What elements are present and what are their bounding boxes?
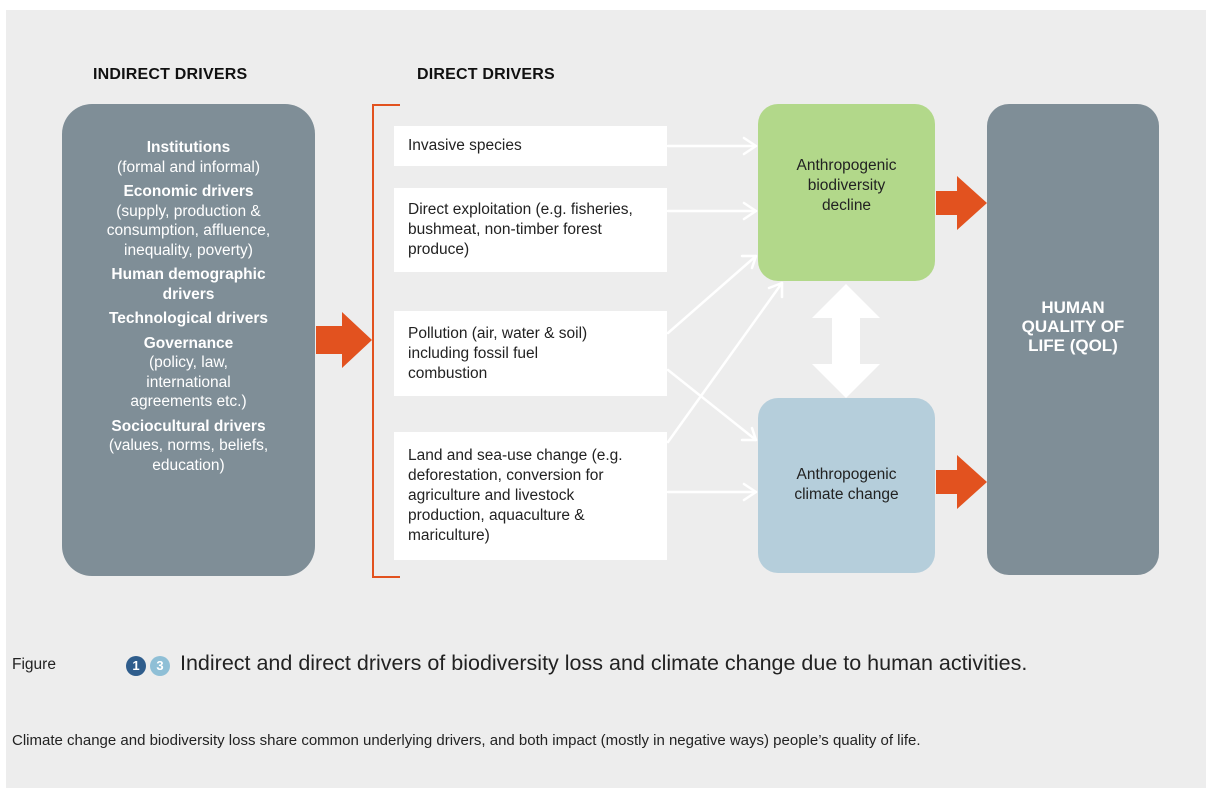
direct-driver-land-sea-use: Land and sea-use change (e.g. deforestat…	[394, 432, 667, 560]
indirect-driver-governance: Governance (policy, law, international a…	[62, 334, 315, 412]
figure-number-badge-1: 1	[126, 656, 146, 676]
direct-driver-invasive-species: Invasive species	[394, 126, 667, 166]
pollution-to-biodiversity-arrowhead	[740, 254, 758, 270]
driver-title: Sociocultural drivers	[111, 417, 266, 435]
figure-label: Figure	[12, 656, 56, 673]
figure-title: Indirect and direct drivers of biodivers…	[180, 651, 1028, 675]
biodiversity-decline-label: Anthropogenic biodiversity decline	[796, 157, 897, 214]
land-use-to-climate-arrowhead	[742, 482, 758, 502]
driver-detail: (supply, production & consumption, afflu…	[106, 202, 271, 259]
figure-number-badge-2: 3	[150, 656, 170, 676]
direct-driver-pollution: Pollution (air, water & soil) including …	[394, 311, 667, 396]
land-use-to-biodiversity-arrow	[666, 281, 784, 444]
pollution-to-climate-arrow	[666, 368, 758, 442]
indirect-driver-technological: Technological drivers	[62, 309, 315, 329]
driver-title: Human demographic drivers	[111, 266, 266, 303]
driver-detail: (formal and informal)	[117, 158, 260, 176]
climate-change-label: Anthropogenic climate change	[794, 466, 899, 503]
driver-title: Economic drivers	[123, 183, 254, 200]
biodiversity-to-qol-arrow	[936, 176, 987, 230]
direct-driver-text: Direct exploitation (e.g. fisheries, bus…	[408, 201, 633, 258]
indirect-to-direct-arrow	[316, 312, 372, 368]
pollution-to-climate-arrowhead	[740, 426, 758, 442]
direct-driver-text: Pollution (air, water & soil) including …	[408, 324, 588, 382]
climate-to-qol-arrow	[936, 455, 987, 509]
bracket-top-cap	[372, 104, 400, 106]
indirect-drivers-box: Institutions (formal and informal) Econo…	[62, 104, 315, 576]
direct-driver-text: Invasive species	[408, 137, 522, 154]
land-use-to-biodiversity-arrowhead	[767, 281, 784, 299]
direct-driver-exploitation: Direct exploitation (e.g. fisheries, bus…	[394, 188, 667, 272]
indirect-driver-economic: Economic drivers (supply, production & c…	[62, 182, 315, 260]
biodiversity-climate-double-arrow	[812, 284, 880, 398]
direct-drivers-bracket	[372, 104, 374, 578]
indirect-drivers-heading: INDIRECT DRIVERS	[93, 66, 248, 83]
human-quality-of-life-box: HUMAN QUALITY OF LIFE (QOL)	[987, 104, 1159, 575]
climate-change-box: Anthropogenic climate change	[758, 398, 935, 573]
indirect-driver-institutions: Institutions (formal and informal)	[62, 138, 315, 177]
driver-title: Institutions	[146, 139, 231, 156]
driver-title: Technological drivers	[108, 310, 269, 327]
bracket-bottom-cap	[372, 576, 400, 578]
indirect-driver-sociocultural: Sociocultural drivers (values, norms, be…	[62, 417, 315, 476]
indirect-driver-demographic: Human demographic drivers	[62, 265, 315, 304]
invasive-to-biodiversity-arrowhead	[742, 136, 758, 156]
figure-caption: Climate change and biodiversity loss sha…	[12, 732, 921, 749]
biodiversity-decline-box: Anthropogenic biodiversity decline	[758, 104, 935, 281]
pollution-to-biodiversity-arrow	[666, 254, 758, 335]
qol-label: HUMAN QUALITY OF LIFE (QOL)	[1021, 298, 1125, 355]
driver-detail: (policy, law, international agreements e…	[130, 354, 247, 410]
driver-detail: (values, norms, beliefs, education)	[108, 437, 269, 474]
direct-drivers-heading: DIRECT DRIVERS	[417, 66, 555, 83]
driver-title: Governance	[143, 334, 234, 352]
exploitation-to-biodiversity-arrowhead	[742, 201, 758, 221]
direct-driver-text: Land and sea-use change (e.g. deforestat…	[408, 447, 623, 544]
